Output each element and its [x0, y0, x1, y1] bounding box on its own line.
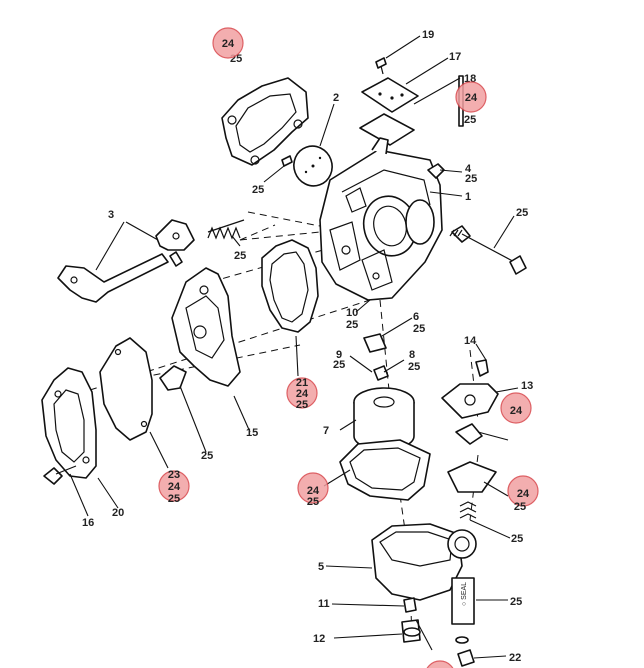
part-number-labels: 19 17 18 25 25 2 4 25 1 25 25 3 25 10 25…: [82, 29, 533, 664]
label-11: 11: [318, 598, 330, 610]
label-7: 7: [323, 425, 329, 437]
callout-float-line2: 25: [307, 496, 319, 508]
label-8: 8: [409, 349, 415, 361]
label-25-18: 25: [464, 114, 476, 126]
callout-pump1-line1: 24: [510, 405, 523, 417]
callout-left-line1: 23: [168, 469, 180, 481]
float-7: [353, 387, 415, 451]
callout-pump2: 24 25: [507, 475, 539, 513]
label-14: 14: [464, 335, 477, 347]
linkage-3: [57, 219, 195, 303]
label-25-9: 25: [333, 359, 345, 371]
label-25-plug: 25: [201, 450, 213, 462]
callout-pump2-line2: 25: [514, 501, 526, 513]
cover-plate-17: [361, 77, 419, 113]
label-1: 1: [465, 191, 471, 203]
label-25-spring2: 25: [511, 533, 523, 545]
callout-top-line1: 24: [222, 38, 235, 50]
label-25-10: 25: [346, 319, 358, 331]
label-25-gasket: 25: [252, 184, 264, 196]
callout-float: 24 25: [297, 472, 329, 508]
label-3: 3: [108, 209, 114, 221]
callout-right-top: 24: [455, 81, 487, 113]
callout-pump1: 24: [500, 392, 532, 424]
diaphragm: [99, 337, 153, 441]
label-19: 19: [422, 29, 434, 41]
pump-body-15: [159, 267, 241, 391]
label-15: 15: [246, 427, 258, 439]
callout-top: 24: [212, 27, 244, 59]
top-gasket: [221, 77, 309, 166]
label-25-4: 25: [465, 173, 477, 185]
needle-screw: [449, 225, 527, 275]
label-17: 17: [449, 51, 461, 63]
leader-lines: [69, 35, 519, 659]
float-bowl-5: [371, 523, 477, 601]
callout-mid-line2: 24: [296, 388, 309, 400]
callout-left: 23 24 25: [158, 469, 190, 505]
callout-mid: 21 24 25: [286, 377, 318, 411]
label-25-6: 25: [413, 323, 425, 335]
disc-part: [293, 145, 333, 187]
label-20: 20: [112, 507, 124, 519]
label-2: 2: [333, 92, 339, 104]
callout-right-top-line1: 24: [465, 92, 478, 104]
carburetor-body: [319, 137, 445, 301]
label-10: 10: [346, 307, 358, 319]
float-bowl-gasket: [339, 439, 431, 501]
label-9: 9: [336, 349, 342, 361]
screw-19: [375, 57, 387, 75]
callout-bottom-partial: [426, 660, 454, 668]
callout-mid-line1: 21: [296, 377, 308, 389]
label-25-insert: 25: [510, 596, 522, 608]
tag-text: ○ SEAL: [461, 582, 468, 606]
callout-left-line3: 25: [168, 493, 180, 505]
callout-pump2-line1: 24: [517, 488, 530, 500]
accel-pump: [441, 359, 499, 519]
label-25-spring: 25: [234, 250, 246, 262]
label-12: 12: [313, 633, 325, 645]
small-screw: [281, 155, 293, 167]
screw-16: [43, 465, 77, 485]
float-chamber-gasket: [261, 239, 319, 333]
callout-mid-line3: 25: [296, 399, 308, 411]
label-13: 13: [521, 380, 533, 392]
spring: [207, 219, 245, 240]
label-25-screw: 25: [516, 207, 528, 219]
label-4: 4: [465, 163, 472, 175]
label-6: 6: [413, 311, 419, 323]
label-22: 22: [509, 652, 521, 664]
small-parts: [363, 333, 475, 667]
label-16: 16: [82, 517, 94, 529]
label-5: 5: [318, 561, 324, 573]
pump-cover-20: [41, 367, 97, 479]
callout-left-line2: 24: [168, 481, 181, 493]
tag-part: ○ SEAL: [451, 577, 475, 625]
label-25-8: 25: [408, 361, 420, 373]
callout-float-line1: 24: [307, 485, 320, 497]
